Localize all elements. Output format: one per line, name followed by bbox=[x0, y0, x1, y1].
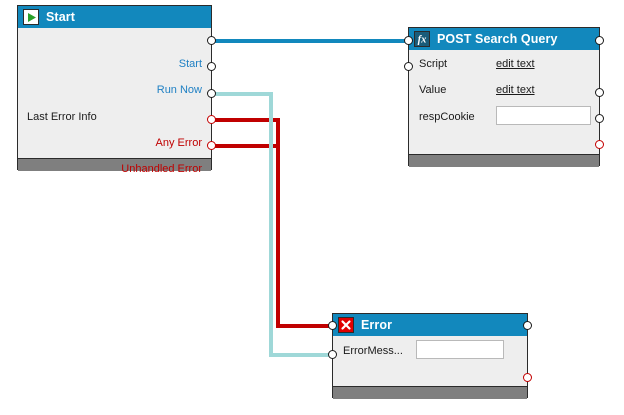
port-post-script-in[interactable] bbox=[404, 62, 413, 71]
script-edit-text-link[interactable]: edit text bbox=[496, 58, 535, 70]
port-last-error-info-out[interactable] bbox=[207, 89, 216, 98]
play-icon bbox=[23, 9, 39, 25]
node-post-search-query-header[interactable]: fx POST Search Query bbox=[409, 28, 599, 50]
field-label-errormessage: ErrorMess... bbox=[343, 345, 403, 357]
node-start[interactable]: Start Start Run Now Last Error Info Any … bbox=[17, 5, 212, 175]
fx-icon: fx bbox=[414, 31, 430, 47]
wire-last-error-info-to-errormessage bbox=[212, 92, 332, 357]
error-x-icon bbox=[338, 317, 354, 333]
port-run-now-out[interactable] bbox=[207, 62, 216, 71]
node-error-header[interactable]: Error bbox=[333, 314, 527, 336]
errormessage-input[interactable] bbox=[416, 340, 504, 359]
node-post-search-query-footer bbox=[409, 154, 599, 167]
port-post-error-out[interactable] bbox=[595, 140, 604, 149]
port-post-exec-in[interactable] bbox=[404, 36, 413, 45]
value-edit-text-link[interactable]: edit text bbox=[496, 84, 535, 96]
port-label-run-now: Run Now bbox=[156, 84, 202, 96]
port-label-start: Start bbox=[178, 58, 202, 70]
port-error-exec-out[interactable] bbox=[523, 321, 532, 330]
node-error-footer bbox=[333, 386, 527, 399]
svg-text:fx: fx bbox=[418, 35, 427, 46]
port-start-out[interactable] bbox=[207, 36, 216, 45]
node-post-search-query[interactable]: fx POST Search Query Script edit text Va… bbox=[408, 27, 600, 167]
port-error-message-in[interactable] bbox=[328, 350, 337, 359]
port-label-unhandled-error: Unhandled Error bbox=[121, 163, 202, 175]
respcookie-input[interactable] bbox=[496, 106, 591, 125]
node-error[interactable]: Error ErrorMess... bbox=[332, 313, 528, 399]
node-post-search-query-title: POST Search Query bbox=[437, 32, 558, 46]
node-error-title: Error bbox=[361, 318, 393, 332]
node-error-body: ErrorMess... bbox=[333, 336, 527, 386]
port-error-error-out[interactable] bbox=[523, 373, 532, 382]
port-post-value-out[interactable] bbox=[595, 88, 604, 97]
port-any-error-out[interactable] bbox=[207, 115, 216, 124]
node-start-footer bbox=[18, 158, 211, 171]
node-post-search-query-body: Script edit text Value edit text respCoo… bbox=[409, 50, 599, 154]
port-unhandled-error-out[interactable] bbox=[207, 141, 216, 150]
port-error-exec-in[interactable] bbox=[328, 321, 337, 330]
port-post-exec-out[interactable] bbox=[595, 36, 604, 45]
port-label-any-error: Any Error bbox=[155, 137, 202, 149]
node-start-body: Start Run Now Last Error Info Any Error … bbox=[18, 28, 211, 175]
field-label-script: Script bbox=[419, 58, 448, 70]
field-label-respcookie: respCookie bbox=[419, 111, 475, 123]
node-start-header[interactable]: Start bbox=[18, 6, 211, 28]
node-start-title: Start bbox=[46, 10, 75, 24]
wire-any-error-to-error bbox=[212, 118, 332, 328]
field-label-value: Value bbox=[419, 84, 447, 96]
port-post-respcookie-out[interactable] bbox=[595, 114, 604, 123]
port-label-last-error-info: Last Error Info bbox=[27, 111, 97, 123]
